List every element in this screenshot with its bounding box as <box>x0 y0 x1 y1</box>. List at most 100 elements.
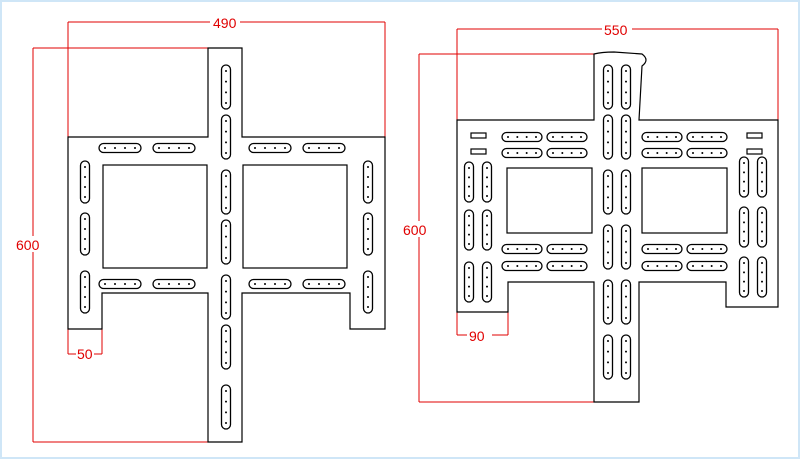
slot-hole <box>84 238 86 240</box>
slot-hole <box>264 283 266 285</box>
slot-hole <box>743 271 745 274</box>
slot-hole <box>225 411 227 414</box>
slot-hole <box>625 120 627 122</box>
slot-hole <box>468 285 470 288</box>
mounting-slot <box>686 147 728 159</box>
right-bracket-drawing: 550 600 90 <box>402 21 779 403</box>
slot-hole <box>516 136 519 138</box>
slot-hole <box>124 283 126 285</box>
slot-hole <box>225 290 227 293</box>
slot-hole <box>254 283 256 285</box>
slot-hole <box>225 351 227 354</box>
slot-hole <box>468 224 470 227</box>
slot-hole <box>225 175 227 177</box>
slot-hole <box>225 246 227 249</box>
slot-hole <box>468 267 470 269</box>
slot-hole <box>743 230 745 233</box>
right-window-1 <box>506 167 593 234</box>
slot-hole <box>318 147 320 149</box>
slot-hole <box>625 70 627 72</box>
slot-hole <box>743 290 745 292</box>
slot-hole <box>625 240 627 243</box>
slot-hole <box>675 248 677 250</box>
slot-hole <box>367 238 369 240</box>
slot-hole <box>607 306 609 309</box>
slot-hole <box>264 147 266 149</box>
slot-hole <box>625 80 627 83</box>
slot-hole <box>188 283 190 285</box>
slot-hole <box>656 265 659 267</box>
slot-hole <box>625 350 627 353</box>
slot-hole <box>367 286 369 288</box>
slot-hole <box>743 280 745 283</box>
mounting-slot <box>546 147 588 159</box>
slot-hole <box>761 290 763 292</box>
mounting-slot <box>220 169 232 215</box>
slot-hole <box>607 120 609 122</box>
mounting-slot <box>220 384 232 430</box>
slot-hole <box>761 271 763 274</box>
slot-hole <box>225 207 227 209</box>
slot-hole <box>367 196 369 198</box>
mounting-slot <box>79 270 91 314</box>
slot-hole <box>486 215 488 217</box>
slot-hole <box>134 147 136 149</box>
slot-hole <box>225 390 227 392</box>
slot-hole <box>225 91 227 94</box>
mounting-slot <box>620 169 632 215</box>
slot-hole <box>104 283 106 285</box>
slot-hole <box>486 295 488 297</box>
slot-hole <box>308 283 310 285</box>
slot-hole <box>104 147 106 149</box>
slot-hole <box>328 283 330 285</box>
slot-hole <box>338 147 340 149</box>
right-mounting-slots <box>463 64 768 380</box>
slot-hole <box>607 350 609 353</box>
slot-hole <box>625 230 627 232</box>
mounting-slot <box>620 334 632 380</box>
slot-hole <box>607 240 609 243</box>
slot-hole <box>328 147 330 149</box>
slot-hole <box>607 361 609 364</box>
slot-hole <box>692 265 694 267</box>
slot-hole <box>552 152 554 154</box>
mounting-slot <box>248 278 292 290</box>
slot-hole <box>647 265 649 267</box>
slot-hole <box>647 152 649 154</box>
slot-hole <box>656 152 659 154</box>
mounting-slot <box>220 274 232 320</box>
mounting-slot <box>602 334 614 380</box>
slot-hole <box>701 136 704 138</box>
slot-hole <box>225 70 227 72</box>
slot-hole <box>743 162 745 164</box>
slot-hole <box>178 283 180 285</box>
slot-hole <box>535 152 537 154</box>
mounting-slot <box>220 219 232 265</box>
mounting-slot <box>546 131 588 143</box>
slot-hole <box>308 147 310 149</box>
slot-hole <box>84 228 86 230</box>
mounting-slot <box>79 160 91 204</box>
slot-hole <box>84 248 86 250</box>
slot-hole <box>284 283 286 285</box>
slot-hole <box>468 185 470 188</box>
slot-hole <box>225 235 227 238</box>
mounting-slot <box>602 64 614 110</box>
slot-hole <box>720 136 722 138</box>
slot-hole <box>761 162 763 164</box>
slot-hole <box>761 212 763 214</box>
mounting-slot <box>620 279 632 325</box>
mounting-slot <box>302 142 346 154</box>
slot-hole <box>468 167 470 169</box>
slot-hole <box>225 225 227 227</box>
mounting-slot <box>220 64 232 110</box>
slot-hole <box>124 147 126 149</box>
slot-hole <box>625 317 627 319</box>
slot-hole <box>535 248 537 250</box>
slot-hole <box>84 286 86 288</box>
slot-hole <box>625 152 627 154</box>
slot-hole <box>84 176 86 178</box>
mounting-slot <box>620 224 632 270</box>
slot-hole <box>225 102 227 104</box>
